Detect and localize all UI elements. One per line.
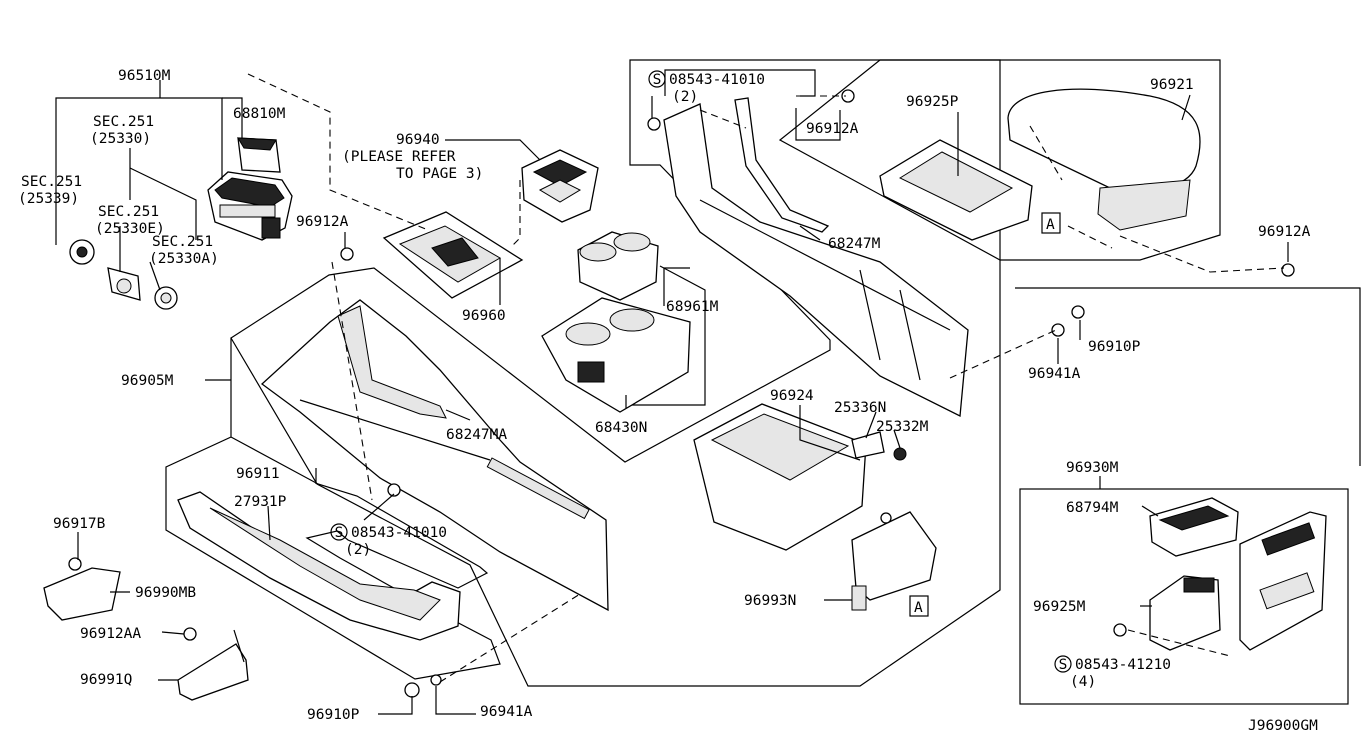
label-qty-2-bottom: (2) — [345, 542, 371, 558]
part-68810M-cup — [237, 137, 281, 173]
label-sec251-a: SEC.251 — [93, 114, 154, 130]
label-callout-a-bottom: A — [914, 600, 923, 616]
label-68810M: 68810M — [233, 106, 286, 122]
part-68430N-holder — [541, 297, 691, 413]
screw-icon: S — [648, 70, 666, 88]
label-96960: 96960 — [462, 308, 506, 324]
label-96910P-right: 96910P — [1088, 339, 1141, 355]
frame-console-body — [230, 59, 1001, 687]
label-96925M: 96925M — [1033, 599, 1086, 615]
label-96910P-bottom: 96910P — [307, 707, 360, 723]
part-96921-armrest — [1007, 88, 1201, 231]
part-96960-bezel — [382, 211, 524, 299]
label-96990MB: 96990MB — [135, 585, 196, 601]
label-68247M: 68247M — [828, 236, 881, 252]
frame-rear-console — [1019, 488, 1349, 705]
label-68961M: 68961M — [666, 299, 719, 315]
part-96925M-outlet — [1149, 575, 1221, 651]
label-08543-41210: 08543-41210 — [1075, 657, 1171, 673]
frame-main-console — [165, 338, 501, 680]
label-08543-41010-top: 08543-41010 — [669, 72, 765, 88]
label-96941A-bottom: 96941A — [480, 704, 533, 720]
diagram-code: J96900GM — [1248, 718, 1318, 734]
label-sec251-d: SEC.251 — [152, 234, 213, 250]
label-96924: 96924 — [770, 388, 814, 404]
label-96912A-right: 96912A — [1258, 224, 1311, 240]
frame-right-link — [1015, 287, 1361, 466]
label-27931P: 27931P — [234, 494, 287, 510]
label-ref-25330A: (25330A) — [149, 251, 219, 267]
label-please-refer: (PLEASE REFER — [342, 149, 456, 165]
label-callout-a-top: A — [1046, 217, 1055, 233]
label-96925P: 96925P — [906, 94, 959, 110]
part-96993N-bracket — [851, 511, 937, 611]
screw-icon: S — [330, 523, 348, 541]
label-96510M: 96510M — [118, 68, 171, 84]
label-ref-25330: (25330) — [90, 131, 151, 147]
part-25330E-plug — [107, 267, 141, 301]
callout-box-a-top — [1041, 212, 1061, 234]
part-96905M-console — [260, 299, 609, 612]
label-96941A-right: 96941A — [1028, 366, 1081, 382]
label-96911: 96911 — [236, 466, 280, 482]
label-96991Q: 96991Q — [80, 672, 132, 688]
part-68961M-cupholder — [577, 231, 659, 301]
part-96510M-outlet — [207, 171, 293, 241]
label-96912A-top: 96912A — [806, 121, 859, 137]
part-96911-pad — [177, 491, 461, 641]
label-sec251-c: SEC.251 — [98, 204, 159, 220]
label-sec251-b: SEC.251 — [21, 174, 82, 190]
label-96940: 96940 — [396, 132, 440, 148]
label-68247MA: 68247MA — [446, 427, 507, 443]
part-96930M-panel — [1239, 511, 1327, 651]
label-25332M: 25332M — [876, 419, 929, 435]
part-96990MB-bracket — [43, 567, 121, 621]
svg-text:S: S — [335, 525, 344, 541]
label-qty-4: (4) — [1070, 674, 1096, 690]
part-68794M-vent — [1149, 497, 1239, 557]
label-96917B: 96917B — [53, 516, 106, 532]
svg-text:S: S — [653, 72, 662, 88]
label-96993N: 96993N — [744, 593, 796, 609]
label-to-page-3: TO PAGE 3) — [396, 166, 483, 182]
part-25336N-socket — [851, 431, 907, 461]
part-25330A-lamp — [154, 286, 178, 310]
part-96924-box — [693, 403, 867, 551]
label-96912A-left: 96912A — [296, 214, 349, 230]
callout-box-a-bottom — [909, 595, 929, 617]
svg-text:S: S — [1059, 657, 1068, 673]
part-96940-shift — [521, 149, 599, 223]
dashed-links — [247, 73, 1285, 683]
label-08543-41010-bottom: 08543-41010 — [351, 525, 447, 541]
label-68794M: 68794M — [1066, 500, 1119, 516]
label-96921: 96921 — [1150, 77, 1194, 93]
label-qty-2-top: (2) — [672, 89, 698, 105]
frame-armrest — [778, 59, 1221, 261]
label-ref-25339: (25339) — [18, 191, 79, 207]
label-68430N: 68430N — [595, 420, 647, 436]
part-96925P-tray — [879, 139, 1033, 241]
part-25339-socket — [69, 239, 95, 265]
label-25336N: 25336N — [834, 400, 886, 416]
part-68247M-trim — [734, 97, 830, 233]
label-96930M: 96930M — [1066, 460, 1119, 476]
label-96905M: 96905M — [121, 373, 174, 389]
part-96991Q-bracket — [177, 629, 249, 701]
part-console-side-panel — [663, 103, 969, 418]
label-96912AA: 96912AA — [80, 626, 141, 642]
screw-icon: S — [1054, 655, 1072, 673]
label-ref-25330E: (25330E) — [95, 221, 165, 237]
leader-lines — [55, 69, 1289, 715]
